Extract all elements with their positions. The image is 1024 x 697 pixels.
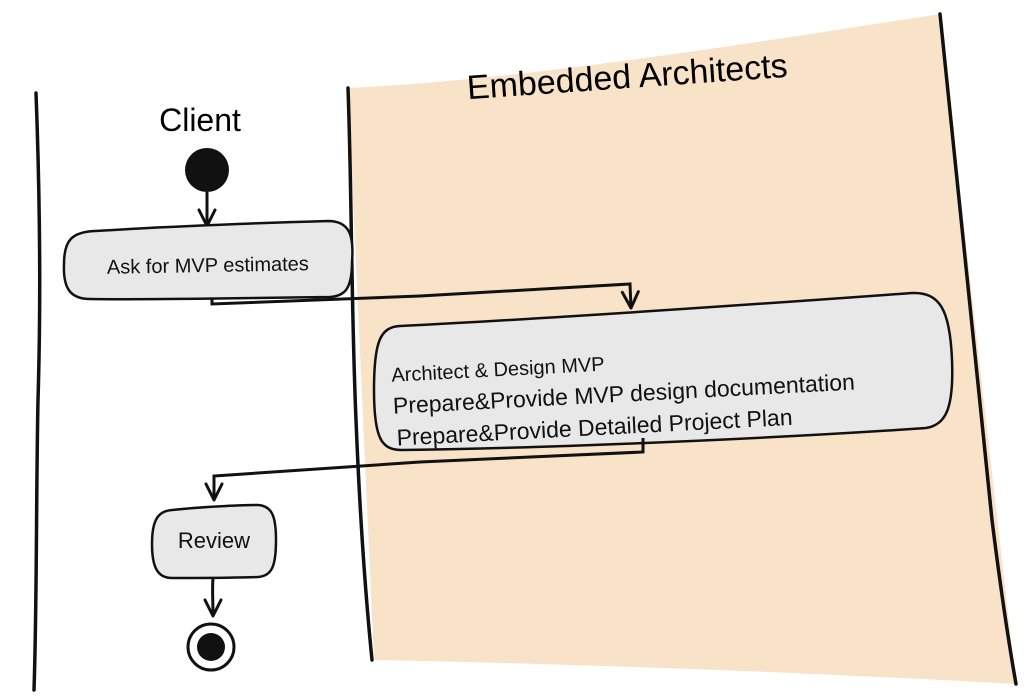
lane-divider-right — [938, 12, 1018, 686]
flow-arrow-architect-to-review — [204, 438, 645, 502]
flow-arrow-ask-to-architect — [210, 282, 640, 310]
activity-architect-box — [372, 291, 954, 452]
activity-ask-box — [62, 219, 354, 301]
start-node — [185, 148, 229, 192]
activity-review-label: Review — [178, 528, 250, 553]
lane-divider-left — [32, 91, 42, 692]
lane-divider-middle — [346, 86, 374, 662]
end-node — [186, 622, 236, 672]
activity-review-box — [150, 503, 278, 580]
activity-ask-label: Ask for MVP estimates — [107, 253, 309, 279]
activity-ask-for-mvp-estimates: Ask for MVP estimates — [62, 219, 354, 301]
activity-review: Review — [150, 503, 278, 580]
end-node-core — [197, 633, 225, 661]
lane-title-client: Client — [159, 102, 241, 138]
